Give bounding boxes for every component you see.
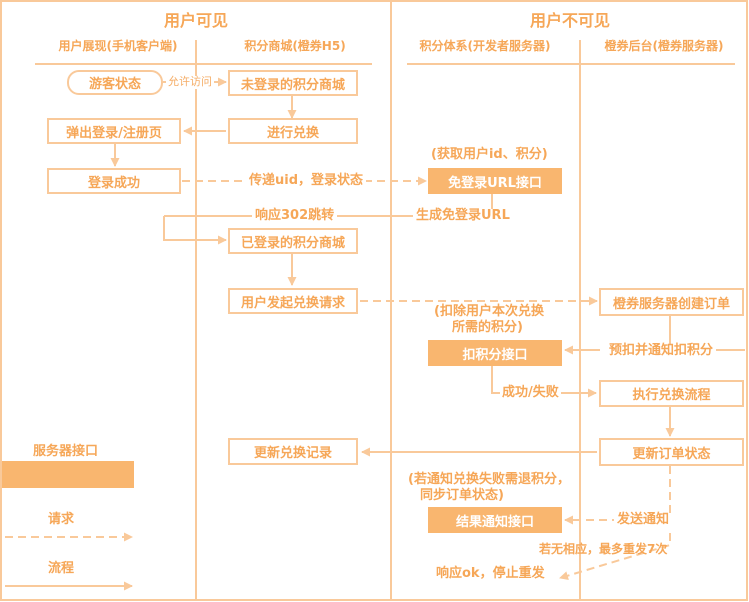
retry-label: 若无相应，最多重发7次 [539, 542, 668, 556]
success-fail-label: 成功/失败 [500, 385, 561, 401]
create-order-node: 橙券服务器创建订单 [599, 288, 744, 316]
flow-redirect-to-logged [163, 216, 227, 245]
update-order-node: 更新订单状态 [599, 438, 744, 466]
allow-visit-label: 允许访问 [166, 75, 214, 89]
gen-url-label: 生成免登录URL [413, 208, 513, 224]
column-title-client: 用户展现(手机客户端) [58, 39, 178, 53]
legend-request-label: 请求 [48, 512, 75, 527]
section-title-visible: 用户可见 [163, 11, 229, 30]
column-title-backend: 橙券后台(橙券服务器) [604, 39, 724, 53]
pre-deduct-label: 预扣并通知扣积分 [606, 343, 717, 359]
legend-api-swatch [2, 461, 134, 488]
notify-note-line1: (若通知兑换失败需退积分， [408, 472, 570, 487]
resp-ok-label: 响应ok，停止重发 [436, 566, 545, 581]
section-title-invisible: 用户不可见 [529, 11, 611, 30]
result-notify-api: 结果通知接口 [428, 507, 562, 533]
deduct-note-line2: 所需的积分) [452, 320, 523, 335]
notify-note-line2: 同步订单状态) [420, 488, 504, 503]
get-uid-label: (获取用户id、积分) [431, 147, 548, 162]
legend-flow-label: 流程 [48, 561, 75, 576]
run-exchange-node: 执行兑换流程 [599, 380, 744, 407]
column-title-mall: 积分商城(橙券H5) [244, 39, 346, 53]
deduct-points-api: 扣积分接口 [428, 340, 562, 366]
pass-uid-label: 传递uid，登录状态 [246, 173, 367, 189]
column-title-points: 积分体系(开发者服务器) [419, 39, 551, 53]
deduct-note-line1: (扣除用户本次兑换 [434, 304, 544, 319]
user-request-node: 用户发起兑换请求 [228, 288, 358, 314]
legend-api-label: 服务器接口 [33, 444, 99, 459]
do-exchange-node: 进行兑换 [228, 118, 358, 144]
unlogged-mall-node: 未登录的积分商城 [228, 70, 358, 96]
popup-login-node: 弹出登录/注册页 [47, 118, 181, 144]
flow-deduct-to-run [491, 366, 597, 398]
logged-mall-node: 已登录的积分商城 [228, 228, 358, 254]
update-record-node: 更新兑换记录 [228, 438, 358, 465]
guest-state-node: 游客状态 [67, 70, 163, 95]
resp302-label: 响应302跳转 [252, 208, 338, 224]
send-notify-label: 发送通知 [614, 512, 673, 528]
login-success-node: 登录成功 [47, 168, 181, 194]
free-login-url-api: 免登录URL接口 [428, 168, 562, 194]
